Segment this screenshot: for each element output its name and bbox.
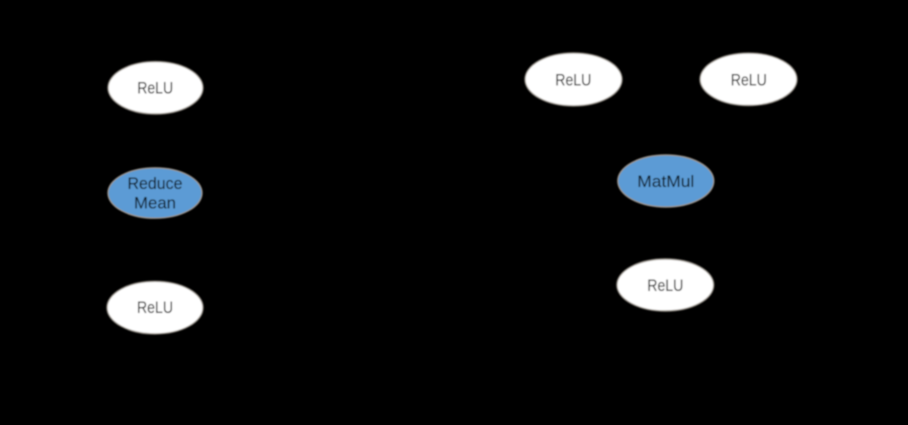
svg-text:ReLU: ReLU — [555, 71, 591, 90]
svg-text:MatMul: MatMul — [637, 172, 694, 191]
svg-text:ReLU: ReLU — [647, 276, 683, 295]
svg-text:Reduce: Reduce — [128, 174, 183, 193]
svg-text:ReLU: ReLU — [731, 71, 767, 90]
svg-text:Mean: Mean — [134, 194, 176, 213]
svg-text:ReLU: ReLU — [137, 78, 173, 97]
svg-text:ReLU: ReLU — [137, 298, 173, 317]
